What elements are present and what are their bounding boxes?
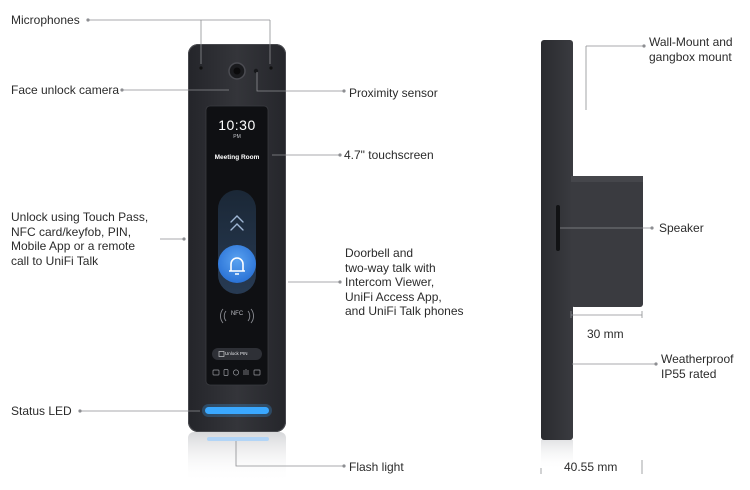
label-microphones: Microphones — [11, 13, 80, 27]
unlock-pin-button-bg — [212, 348, 262, 360]
label-proximity-sensor: Proximity sensor — [349, 86, 438, 100]
phone-icon — [223, 369, 229, 376]
face-camera-lens — [233, 67, 241, 75]
status-led — [205, 407, 269, 414]
flash-light-reflection — [207, 437, 269, 441]
label-depth-total: 40.55 mm — [564, 460, 618, 474]
doorbell-button — [218, 245, 256, 283]
label-doorbell: Doorbell and two-way talk with Intercom … — [345, 246, 464, 318]
status-led-glow — [202, 404, 272, 417]
leader-dots — [78, 18, 658, 468]
label-face-camera: Face unlock camera — [11, 83, 120, 97]
screen-unlock-pin-label: Unlock PIN — [225, 351, 248, 356]
side-reflection — [541, 440, 573, 470]
app-icon — [233, 369, 239, 376]
label-weatherproof: Weatherproof IP55 rated — [661, 352, 734, 381]
label-status-led: Status LED — [11, 404, 72, 418]
bell-icon — [229, 257, 245, 275]
hand-icon — [243, 369, 249, 375]
keypad-small-icon — [253, 369, 261, 376]
label-flash-light: Flash light — [349, 460, 404, 474]
leader-lines — [80, 19, 656, 474]
side-gangbox-block — [571, 176, 643, 307]
card-icon — [212, 369, 220, 376]
label-depth-30: 30 mm — [587, 327, 624, 341]
screen-room: Meeting Room — [214, 154, 260, 161]
nfc-wave-right-icon — [247, 308, 254, 324]
label-touchscreen: 4.7" touchscreen — [344, 148, 434, 162]
proximity-sensor-icon — [253, 68, 259, 74]
touchscreen-frame — [205, 105, 269, 386]
label-speaker: Speaker — [659, 221, 704, 235]
label-wall-mount: Wall-Mount and gangbox mount — [649, 35, 733, 64]
screen-nfc-label: NFC — [230, 311, 244, 317]
screen-time: 10:30 — [218, 117, 256, 133]
side-gangbox-top — [571, 176, 643, 182]
speaker-grille — [556, 205, 560, 251]
nfc-wave-left-icon — [220, 308, 227, 324]
front-reflection — [188, 432, 286, 482]
swipe-up-icon — [230, 215, 244, 231]
front-device-edge — [188, 44, 286, 432]
label-unlock-methods: Unlock using Touch Pass, NFC card/keyfob… — [11, 210, 149, 268]
keypad-icon — [218, 351, 225, 357]
screen-ampm: PM — [233, 134, 241, 140]
microphone-left-icon — [199, 66, 203, 70]
microphone-right-icon — [269, 66, 273, 70]
